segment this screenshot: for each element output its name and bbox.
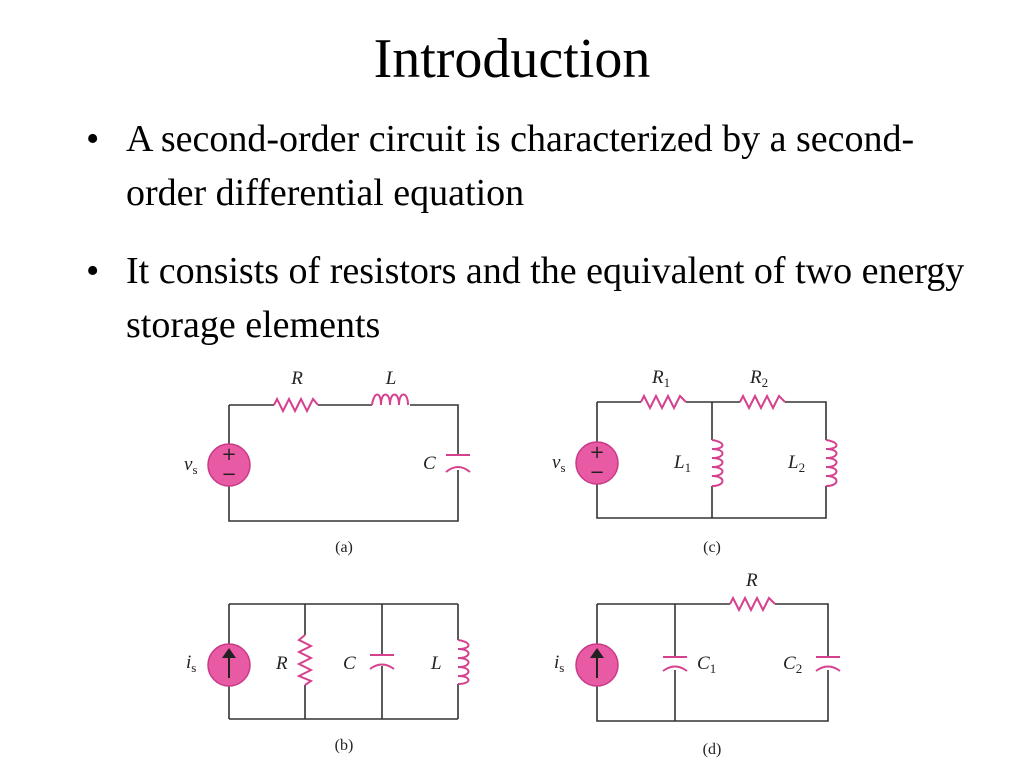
circuit-d: is R C1 C2 (d) (554, 570, 841, 758)
bullet-glyph: • (86, 250, 100, 292)
source-label: vs (552, 452, 566, 475)
voltage-source-icon (575, 441, 619, 485)
source-label: is (186, 652, 196, 675)
capacitor-symbol (815, 656, 841, 672)
circuit-c: + − vs R1 R2 L1 L2 (c) (552, 367, 838, 556)
bullet-item: • It consists of resistors and the equiv… (86, 244, 986, 352)
resistor-symbol (273, 396, 319, 414)
capacitor-label: C2 (783, 653, 802, 676)
bullet-list: • A second-order circuit is characterize… (86, 112, 986, 376)
circuit-a-wires (228, 404, 459, 522)
circuit-b: is R C L (b) (186, 603, 470, 754)
capacitor-label: C (423, 453, 436, 474)
resistor-label: R (745, 570, 758, 591)
capacitor-symbol (662, 656, 688, 672)
circuit-a: + − vs R L C (a) (184, 368, 471, 556)
source-label: vs (184, 454, 198, 477)
bullet-glyph: • (86, 118, 100, 160)
bullet-item: • A second-order circuit is characterize… (86, 112, 986, 220)
svg-text:−: − (221, 464, 236, 485)
resistor-symbol (729, 595, 776, 613)
resistor-symbol (296, 634, 314, 686)
voltage-source-icon (207, 443, 251, 487)
svg-text:+: + (221, 444, 236, 465)
circuit-b-wires (228, 603, 459, 720)
figure-caption: (c) (703, 539, 721, 556)
capacitor-label: C1 (697, 653, 716, 676)
inductor-symbol (371, 393, 409, 406)
inductor-label: L (385, 368, 397, 389)
inductor-label: L (430, 653, 442, 674)
capacitor-symbol (445, 454, 471, 473)
circuit-c-wires (596, 401, 827, 519)
resistor-label: R (275, 653, 288, 674)
inductor-label: L2 (787, 452, 805, 475)
figure-caption: (a) (335, 539, 353, 556)
svg-text:+: + (589, 442, 604, 463)
resistor-label: R (290, 368, 303, 389)
resistor-label: R1 (651, 367, 670, 390)
resistor-symbol (739, 393, 786, 411)
capacitor-symbol (369, 654, 395, 670)
figure-caption: (b) (335, 737, 354, 754)
inductor-symbol (457, 639, 470, 685)
figure-caption: (d) (703, 741, 722, 758)
capacitor-label: C (343, 653, 356, 674)
inductor-symbol (825, 439, 838, 487)
inductor-symbol (711, 439, 724, 487)
circuit-d-wires (596, 603, 829, 722)
resistor-symbol (640, 393, 687, 411)
svg-text:−: − (589, 462, 604, 483)
source-label: is (554, 652, 564, 675)
bullet-text: It consists of resistors and the equival… (126, 250, 965, 346)
slide-title: Introduction (373, 28, 651, 90)
resistor-label: R2 (749, 367, 768, 390)
inductor-label: L1 (673, 452, 691, 475)
bullet-text: A second-order circuit is characterized … (126, 118, 915, 214)
